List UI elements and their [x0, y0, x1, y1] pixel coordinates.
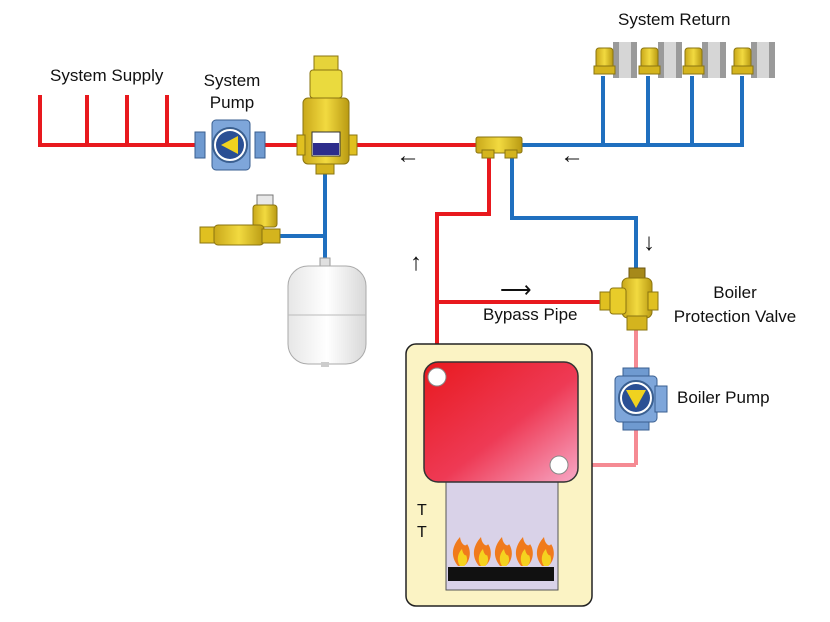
flame-icon	[515, 537, 533, 566]
system-pump-label: System Pump	[194, 70, 270, 114]
burner	[448, 537, 554, 581]
flame-icon	[473, 537, 491, 566]
boiler	[405, 343, 593, 607]
boiler-tt-line1: T	[417, 502, 427, 519]
return-flow-arrow: ←	[560, 142, 584, 169]
flame-icon	[536, 537, 554, 566]
flow-arrows: ← ← ↓ ↑ ⟶	[396, 142, 655, 302]
zone-valves	[593, 42, 775, 78]
supply-piping	[38, 95, 602, 374]
boiler-protection-valve-label: Boiler Protection Valve	[655, 281, 815, 329]
boiler-pump-label: Boiler Pump	[677, 388, 770, 407]
zone-valve-3	[682, 42, 726, 78]
up-flow-arrow: ↑	[410, 249, 422, 276]
system-return-label: System Return	[618, 10, 731, 29]
boiler-protection-valve-label-line2: Protection Valve	[673, 307, 797, 326]
supply-flow-arrow: ←	[396, 142, 420, 169]
expansion-tank	[287, 257, 367, 367]
boiler-protection-valve-label-line1: Boiler	[713, 283, 757, 302]
bypass-pipe-label: Bypass Pipe	[483, 305, 578, 324]
zone-valve-1	[593, 42, 637, 78]
system-supply-label: System Supply	[50, 66, 164, 85]
boiler-protection-valve	[599, 267, 659, 331]
return-piping	[278, 76, 744, 272]
zone-valve-4	[731, 42, 775, 78]
pressure-reducing-valve	[199, 194, 281, 246]
system-pump-label-line2: Pump	[209, 93, 255, 112]
system-pump	[194, 119, 266, 171]
bypass-flow-arrow: ⟶	[500, 277, 532, 302]
flame-icon	[452, 537, 470, 566]
system-pump-label-line1: System	[203, 71, 261, 90]
manifold-tee	[475, 136, 523, 159]
air-separator	[296, 55, 358, 175]
boiler-tt-label: T T	[417, 500, 427, 544]
flame-icon	[494, 537, 512, 566]
boiler-tt-line2: T	[417, 524, 427, 541]
down-flow-arrow: ↓	[643, 229, 655, 256]
boiler-pump	[614, 367, 668, 431]
zone-valve-2	[638, 42, 682, 78]
